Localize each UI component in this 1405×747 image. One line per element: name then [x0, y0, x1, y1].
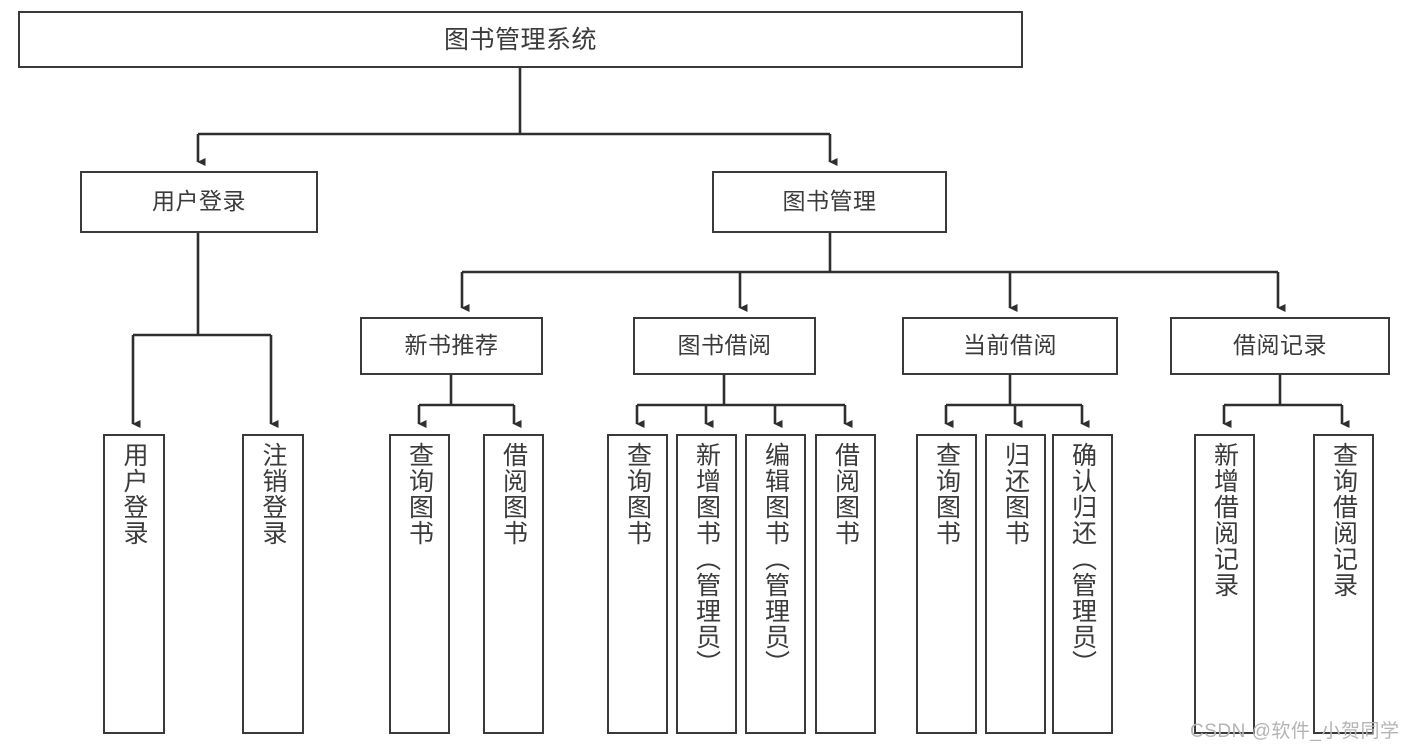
- leaf-query-borrow-record[interactable]: 查询借阅记录: [1313, 434, 1374, 734]
- node-label: 归还图书: [1001, 442, 1030, 546]
- leaf-borrow-book[interactable]: 借阅图书: [815, 434, 876, 734]
- node-current-borrow[interactable]: 当前借阅: [902, 317, 1118, 375]
- leaf-logout[interactable]: 注销登录: [242, 434, 304, 734]
- node-label: 用户登录: [152, 188, 246, 215]
- node-label: 借阅图书: [831, 442, 860, 546]
- node-label: 确认归还（管理员）: [1068, 442, 1097, 676]
- watermark: CSDN @软件_小贺同学: [1190, 721, 1400, 742]
- node-new-book-recommend[interactable]: 新书推荐: [360, 317, 543, 375]
- node-root-book-management-system[interactable]: 图书管理系统: [18, 11, 1023, 68]
- node-label: 图书管理系统: [443, 25, 597, 54]
- node-borrow-record[interactable]: 借阅记录: [1170, 317, 1390, 375]
- leaf-confirm-return-admin[interactable]: 确认归还（管理员）: [1052, 434, 1113, 734]
- node-book-borrow[interactable]: 图书借阅: [633, 317, 816, 375]
- node-label: 查询图书: [932, 442, 961, 546]
- node-label: 新增图书（管理员）: [692, 442, 721, 676]
- leaf-edit-book-admin[interactable]: 编辑图书（管理员）: [745, 434, 806, 734]
- node-label: 借阅记录: [1233, 332, 1327, 359]
- node-label: 查询图书: [623, 442, 652, 546]
- node-label: 当前借阅: [963, 332, 1057, 359]
- leaf-user-login[interactable]: 用户登录: [103, 434, 165, 734]
- leaf-query-book-current[interactable]: 查询图书: [916, 434, 977, 734]
- leaf-add-borrow-record[interactable]: 新增借阅记录: [1194, 434, 1255, 734]
- node-user-login[interactable]: 用户登录: [80, 171, 318, 233]
- leaf-query-book-recommend[interactable]: 查询图书: [389, 434, 450, 734]
- node-label: 注销登录: [259, 442, 287, 546]
- node-label: 用户登录: [120, 442, 148, 546]
- node-label: 编辑图书（管理员）: [761, 442, 790, 676]
- node-label: 新书推荐: [404, 332, 499, 359]
- node-label: 查询图书: [405, 442, 434, 546]
- node-label: 新增借阅记录: [1210, 442, 1239, 598]
- node-label: 图书借阅: [677, 332, 772, 359]
- leaf-query-book-borrow[interactable]: 查询图书: [607, 434, 668, 734]
- leaf-return-book[interactable]: 归还图书: [985, 434, 1046, 734]
- node-book-management[interactable]: 图书管理: [712, 171, 947, 233]
- leaf-borrow-book-recommend[interactable]: 借阅图书: [483, 434, 544, 734]
- node-label: 图书管理: [782, 188, 877, 215]
- node-label: 查询借阅记录: [1329, 442, 1358, 598]
- node-label: 借阅图书: [499, 442, 528, 546]
- leaf-add-book-admin[interactable]: 新增图书（管理员）: [676, 434, 737, 734]
